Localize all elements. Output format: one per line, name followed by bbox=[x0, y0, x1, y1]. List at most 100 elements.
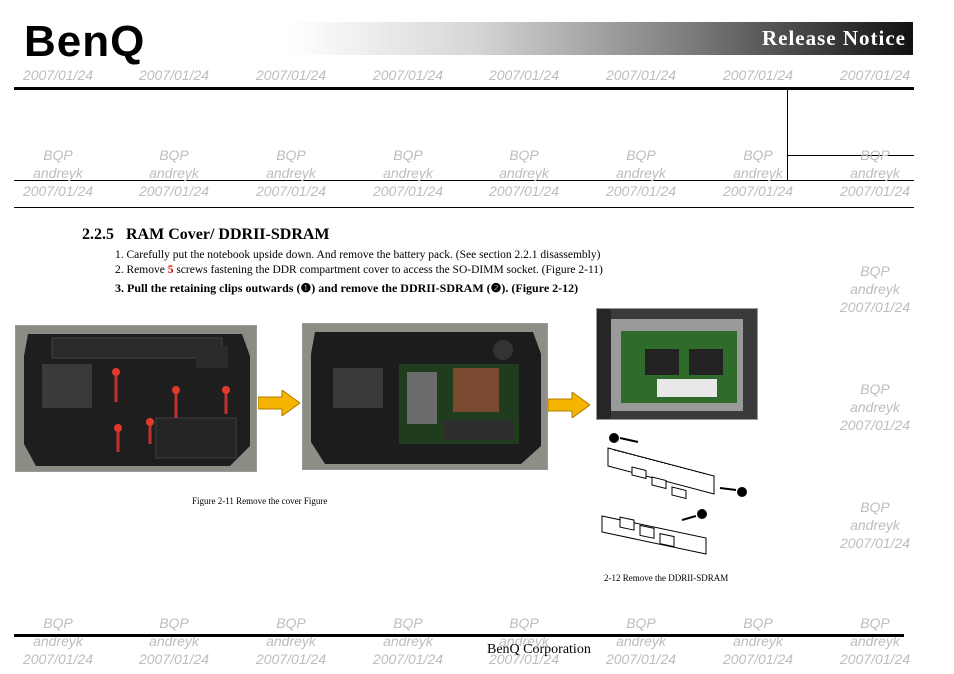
watermark-stamp: BQP andreyk 2007/01/24 bbox=[591, 146, 691, 200]
watermark-user: andreyk bbox=[266, 633, 316, 649]
watermark-date: 2007/01/24 bbox=[839, 299, 911, 315]
watermark-date: 2007/01/24 bbox=[605, 67, 677, 83]
figure-2-12-caption: 2-12 Remove the DDRII-SDRAM bbox=[604, 573, 729, 583]
watermark-stamp: BQP andreyk 2007/01/24 bbox=[124, 614, 224, 668]
step-2-text-a: 2. Remove bbox=[115, 264, 168, 276]
watermark-user: andreyk bbox=[33, 633, 83, 649]
watermark-stamp: 2007/01/24 bbox=[474, 66, 574, 84]
watermark-stamp: 2007/01/24 bbox=[825, 66, 925, 84]
watermark-org: BQP bbox=[43, 147, 73, 163]
footer-company: BenQ Corporation bbox=[487, 642, 591, 657]
watermark-date: 2007/01/24 bbox=[605, 651, 677, 667]
watermark-date: 2007/01/24 bbox=[839, 183, 911, 199]
watermark-date: 2007/01/24 bbox=[138, 183, 210, 199]
watermark-org: BQP bbox=[860, 147, 890, 163]
benq-logo: BenQ bbox=[24, 17, 146, 66]
callout-markers bbox=[609, 433, 747, 519]
watermark-stamp: 2007/01/24 bbox=[591, 66, 691, 84]
watermark-date: 2007/01/24 bbox=[138, 651, 210, 667]
watermark-org: BQP bbox=[276, 615, 306, 631]
watermark-stamp: BQP andreyk 2007/01/24 bbox=[8, 614, 108, 668]
laptop-bottom-photo bbox=[15, 325, 257, 472]
step-2-text-b: screws fastening the DDR compartment cov… bbox=[173, 264, 603, 276]
step-3: 3. Pull the retaining clips outwards (❶)… bbox=[115, 281, 578, 296]
watermark-user: andreyk bbox=[33, 165, 83, 181]
watermark-user: andreyk bbox=[850, 281, 900, 297]
watermark-org: BQP bbox=[509, 147, 539, 163]
section-title: 2.2.5 RAM Cover/ DDRII-SDRAM bbox=[82, 226, 330, 244]
watermark-date: 2007/01/24 bbox=[255, 67, 327, 83]
watermark-date: 2007/01/24 bbox=[839, 651, 911, 667]
ram-closeup-photo bbox=[596, 308, 758, 420]
watermark-stamp: 2007/01/24 bbox=[124, 66, 224, 84]
table-rule-bottom bbox=[14, 207, 914, 208]
watermark-user: andreyk bbox=[733, 165, 783, 181]
footer-rule bbox=[14, 634, 904, 637]
watermark-org: BQP bbox=[159, 615, 189, 631]
watermark-stamp: 2007/01/24 bbox=[358, 66, 458, 84]
watermark-date: 2007/01/24 bbox=[488, 67, 560, 83]
table-rule-mid bbox=[14, 180, 914, 181]
step-1-text: 1. Carefully put the notebook upside dow… bbox=[115, 249, 601, 261]
watermark-org: BQP bbox=[276, 147, 306, 163]
watermark-date: 2007/01/24 bbox=[372, 183, 444, 199]
watermark-date: 2007/01/24 bbox=[22, 67, 94, 83]
watermark-org: BQP bbox=[509, 615, 539, 631]
watermark-stamp: BQP andreyk 2007/01/24 bbox=[241, 146, 341, 200]
arrow-right-icon bbox=[258, 390, 300, 416]
step-2-screw-count: 5 bbox=[167, 264, 174, 276]
watermark-user: andreyk bbox=[850, 517, 900, 533]
ram-removal-diagram bbox=[601, 433, 747, 555]
watermark-user: andreyk bbox=[850, 633, 900, 649]
watermark-org: BQP bbox=[393, 615, 423, 631]
watermark-date: 2007/01/24 bbox=[372, 651, 444, 667]
watermark-user: andreyk bbox=[149, 633, 199, 649]
watermark-user: andreyk bbox=[616, 633, 666, 649]
watermark-user: andreyk bbox=[499, 165, 549, 181]
watermark-date: 2007/01/24 bbox=[255, 651, 327, 667]
watermark-user: andreyk bbox=[499, 633, 549, 649]
watermark-user: andreyk bbox=[850, 399, 900, 415]
watermark-org: BQP bbox=[626, 615, 656, 631]
watermark-stamp: BQP andreyk 2007/01/24 bbox=[825, 498, 925, 552]
watermark-date: 2007/01/24 bbox=[372, 67, 444, 83]
watermark-date: 2007/01/24 bbox=[605, 183, 677, 199]
watermark-stamp: 2007/01/24 bbox=[241, 66, 341, 84]
watermark-date: 2007/01/24 bbox=[722, 67, 794, 83]
step-1: 1. Carefully put the notebook upside dow… bbox=[115, 249, 600, 261]
watermark-org: BQP bbox=[43, 615, 73, 631]
watermark-org: BQP bbox=[626, 147, 656, 163]
watermark-org: BQP bbox=[860, 499, 890, 515]
watermark-date: 2007/01/24 bbox=[488, 651, 560, 667]
watermark-stamp: 2007/01/24 bbox=[708, 66, 808, 84]
watermark-date: 2007/01/24 bbox=[255, 183, 327, 199]
watermark-date: 2007/01/24 bbox=[22, 651, 94, 667]
watermark-date: 2007/01/24 bbox=[722, 183, 794, 199]
watermark-stamp: BQP andreyk 2007/01/24 bbox=[825, 614, 925, 668]
figure-2-11-caption: Figure 2-11 Remove the cover Figure bbox=[192, 496, 328, 506]
watermark-date: 2007/01/24 bbox=[22, 183, 94, 199]
watermark-org: BQP bbox=[860, 615, 890, 631]
watermark-user: andreyk bbox=[383, 165, 433, 181]
watermark-date: 2007/01/24 bbox=[138, 67, 210, 83]
watermark-date: 2007/01/24 bbox=[722, 651, 794, 667]
watermark-org: BQP bbox=[743, 615, 773, 631]
watermark-user: andreyk bbox=[733, 633, 783, 649]
section-title-text: RAM Cover/ DDRII-SDRAM bbox=[126, 226, 330, 243]
watermark-date: 2007/01/24 bbox=[839, 535, 911, 551]
watermark-user: andreyk bbox=[266, 165, 316, 181]
header-gradient-bar bbox=[288, 22, 913, 55]
table-vertical-divider bbox=[787, 90, 788, 180]
section-number: 2.2.5 bbox=[82, 226, 114, 243]
watermark-user: andreyk bbox=[149, 165, 199, 181]
watermark-user: andreyk bbox=[616, 165, 666, 181]
arrow-right-icon bbox=[548, 392, 590, 418]
watermark-stamp: BQP andreyk 2007/01/24 bbox=[8, 146, 108, 200]
top-rule bbox=[14, 87, 914, 90]
